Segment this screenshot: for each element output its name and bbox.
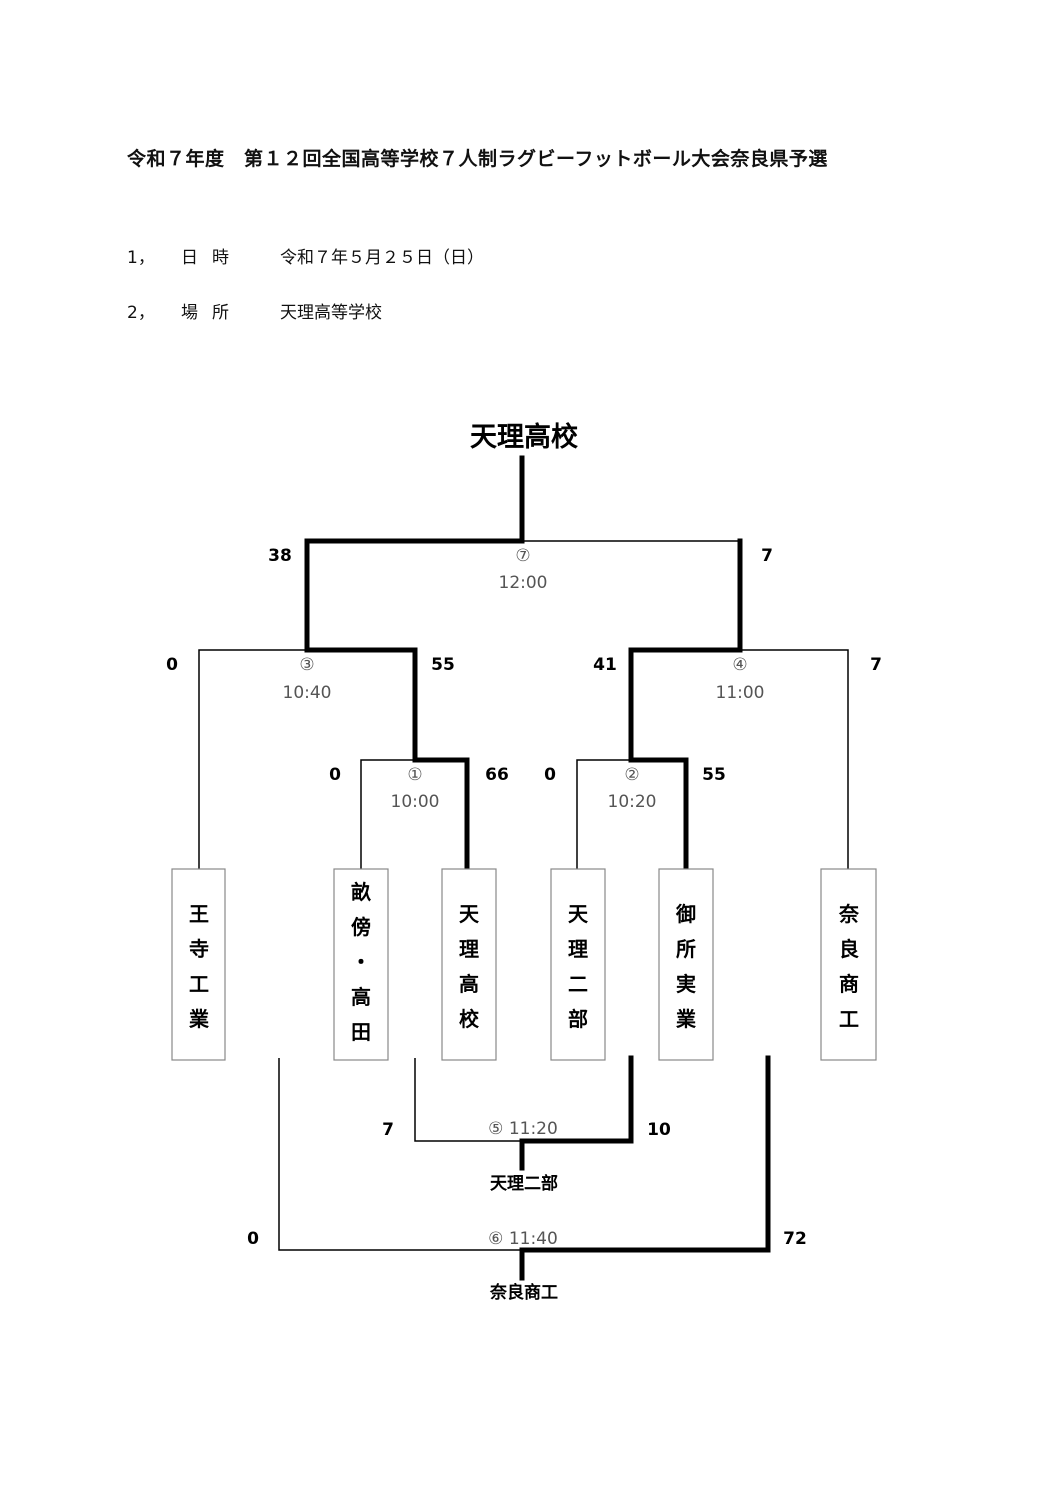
team-name: 畝傍・高田 [351, 880, 371, 1044]
m5-score-left: 7 [382, 1120, 394, 1140]
champion-name: 天理高校 [470, 421, 578, 453]
m3-match-number: ③ [299, 655, 314, 675]
m3-score-right: 55 [431, 655, 455, 675]
m6-match-label: ⑥ 11:40 [488, 1229, 558, 1249]
team-box [550, 868, 606, 1061]
bracket-lines-winner [304, 455, 771, 1281]
info-number: 1， [127, 248, 155, 268]
team-name: 御所実業 [675, 902, 697, 1031]
m4-match-number: ④ [732, 655, 747, 675]
m7-match-number: ⑦ [515, 546, 530, 566]
m1-score-right: 66 [485, 765, 509, 785]
team-name: 奈良商工 [838, 902, 860, 1031]
team-box [658, 868, 714, 1061]
m6-score-right: 72 [783, 1229, 807, 1249]
m6-score-left: 0 [247, 1229, 259, 1249]
m7-match-time: 12:00 [499, 573, 548, 593]
m2-match-time: 10:20 [608, 792, 657, 812]
m2-score-left: 0 [544, 765, 556, 785]
team-box [820, 868, 877, 1061]
info-value: 天理高等学校 [280, 303, 382, 323]
m5-score-right: 10 [647, 1120, 671, 1140]
m4-score-left: 41 [593, 655, 617, 675]
m6-winner: 奈良商工 [489, 1282, 558, 1303]
team-names: 王寺工業 畝傍・高田 天理高校 天理二部 御所実業 奈良商工 [189, 880, 860, 1044]
team-boxes [171, 868, 877, 1061]
m5-winner: 天理二部 [490, 1173, 558, 1194]
team-box [171, 868, 226, 1061]
info-number: 2， [127, 303, 155, 323]
m5-match-label: ⑤ 11:20 [488, 1119, 558, 1139]
m2-match-number: ② [624, 765, 639, 785]
team-name: 天理二部 [568, 902, 589, 1031]
m4-score-right: 7 [870, 655, 882, 675]
info-label: 場所 [181, 303, 243, 323]
team-box [333, 868, 389, 1061]
team-name: 王寺工業 [189, 902, 210, 1031]
m3-match-time: 10:40 [283, 683, 332, 703]
team-name: 天理高校 [459, 902, 480, 1031]
info-value: 令和７年５月２５日（日） [280, 248, 484, 268]
m4-match-time: 11:00 [716, 683, 765, 703]
bracket-lines-thin [198, 540, 849, 1251]
m1-score-left: 0 [329, 765, 341, 785]
m2-score-right: 55 [702, 765, 726, 785]
m1-match-time: 10:00 [391, 792, 440, 812]
page-title: 令和７年度 第１２回全国高等学校７人制ラグビーフットボール大会奈良県予選 [127, 148, 828, 170]
m7-score-right: 7 [761, 546, 773, 566]
team-box [441, 868, 497, 1061]
m3-score-left: 0 [166, 655, 178, 675]
info-label: 日時 [181, 248, 243, 268]
m7-score-left: 38 [268, 546, 292, 566]
m1-match-number: ① [407, 765, 422, 785]
